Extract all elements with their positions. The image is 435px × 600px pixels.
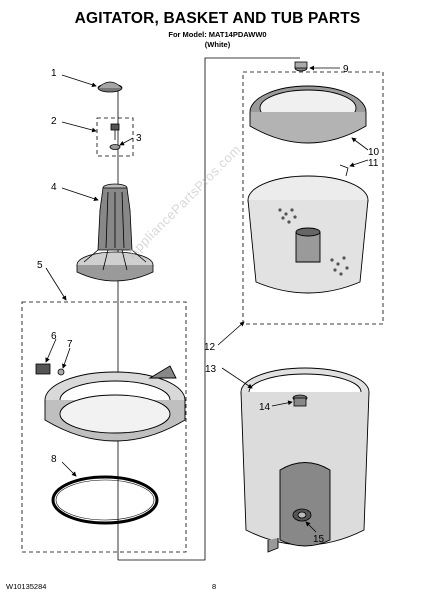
- tub-ring-part: [44, 365, 186, 442]
- bolt-group-box: [96, 117, 134, 157]
- clip-part: [35, 363, 65, 376]
- callout-3: 3: [136, 133, 142, 144]
- tub-seal-part: [51, 475, 159, 525]
- callout-12: 12: [204, 342, 216, 353]
- bolt-and-washer-part: [109, 123, 121, 150]
- spanner-nut-part: [294, 61, 308, 72]
- agitator-part: [76, 183, 154, 282]
- basket-group-box: [242, 71, 384, 325]
- page-number: 8: [212, 582, 217, 591]
- callout-8: 8: [51, 454, 57, 465]
- tub-drain-part: [292, 508, 312, 522]
- callout-4: 4: [51, 182, 57, 193]
- callout-15: 15: [313, 534, 325, 545]
- callout-10: 10: [368, 147, 380, 158]
- basket-part: [247, 175, 369, 294]
- callout-5: 5: [37, 260, 43, 271]
- tub-bolt-part: [292, 394, 308, 407]
- callout-9: 9: [343, 64, 349, 75]
- color-line: (White): [204, 40, 231, 49]
- model-line: For Model: MAT14PDAWW0: [168, 30, 267, 39]
- tub-connector-line: [118, 57, 300, 561]
- callout-11: 11: [368, 158, 379, 169]
- callout-13: 13: [205, 364, 217, 375]
- balance-ring-part: [249, 85, 367, 144]
- document-number: W10135284: [6, 582, 47, 591]
- outer-tub-part: [240, 367, 370, 553]
- agitator-cap-part: [97, 81, 123, 93]
- basket-clip-part: [339, 164, 349, 177]
- callout-7: 7: [67, 339, 73, 350]
- callout-6: 6: [51, 331, 57, 342]
- agitator-ring-group-box: [21, 301, 187, 553]
- callout-14: 14: [259, 402, 271, 413]
- callout-1: 1: [51, 68, 57, 79]
- page-title: AGITATOR, BASKET AND TUB PARTS: [74, 10, 361, 27]
- callout-2: 2: [51, 116, 57, 127]
